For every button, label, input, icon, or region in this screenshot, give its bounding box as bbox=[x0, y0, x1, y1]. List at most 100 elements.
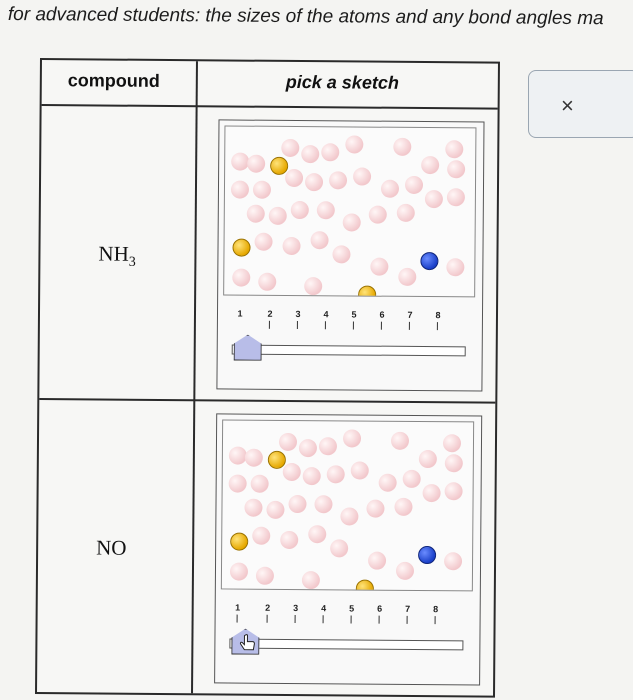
atom-pink bbox=[340, 507, 359, 526]
atom-pink bbox=[302, 467, 321, 486]
table-row: NO bbox=[37, 398, 496, 694]
atom-pink bbox=[298, 439, 318, 458]
atom-pink bbox=[232, 268, 251, 287]
atom-pink bbox=[445, 140, 464, 159]
close-icon[interactable]: × bbox=[561, 93, 574, 118]
atom-pink bbox=[424, 190, 443, 209]
atom-gold bbox=[232, 238, 251, 257]
molecule-sketch-view bbox=[220, 419, 475, 592]
tick-label: 8 bbox=[430, 310, 446, 331]
tick-label: 8 bbox=[428, 604, 444, 625]
atom-pink bbox=[326, 465, 345, 484]
atom-pink bbox=[380, 179, 400, 198]
atom-pink bbox=[247, 154, 266, 173]
atom-pink bbox=[255, 566, 275, 585]
atom-pink bbox=[288, 494, 307, 514]
atom-pink bbox=[284, 168, 304, 188]
atom-pink bbox=[366, 499, 385, 518]
sketch-slider-track[interactable] bbox=[229, 638, 464, 651]
compound-name: NH3 bbox=[98, 241, 136, 270]
sketch-panel: 1 2 3 4 5 6 7 8 bbox=[214, 413, 483, 686]
atom-pink bbox=[443, 552, 463, 571]
table-row: NH3 bbox=[39, 106, 497, 400]
atom-pink bbox=[308, 525, 327, 544]
atom-pink bbox=[350, 461, 369, 480]
atom-pink bbox=[282, 236, 301, 256]
atom-pink bbox=[342, 213, 361, 232]
tick-label: 1 bbox=[237, 308, 243, 319]
atom-pink bbox=[290, 200, 309, 220]
tick-label: 3 bbox=[290, 309, 306, 330]
tick-label: 6 bbox=[372, 604, 388, 624]
atom-pink bbox=[282, 462, 301, 482]
atom-pink bbox=[268, 206, 287, 225]
atom-pink bbox=[418, 449, 437, 469]
table-header: compound pick a sketch bbox=[41, 60, 498, 110]
atom-pink bbox=[228, 474, 247, 493]
header-compound: compound bbox=[67, 70, 160, 91]
atom-pink bbox=[250, 474, 269, 493]
atom-pink bbox=[395, 561, 415, 580]
atom-pink bbox=[421, 155, 440, 175]
tick-label: 4 bbox=[318, 309, 334, 330]
tick-label: 7 bbox=[400, 604, 416, 624]
tick-label: 6 bbox=[374, 310, 390, 330]
tick-label: 5 bbox=[344, 603, 360, 624]
instruction-text: for advanced students: the sizes of the … bbox=[7, 4, 604, 30]
atom-pink bbox=[367, 551, 387, 570]
atom-pink bbox=[278, 432, 298, 452]
header-pick-a-sketch: pick a sketch bbox=[285, 71, 399, 93]
atom-pink bbox=[258, 272, 277, 291]
atom-pink bbox=[393, 137, 412, 156]
tick-label: 7 bbox=[402, 310, 418, 330]
atom-pink bbox=[254, 232, 273, 251]
tick-label: 1 bbox=[230, 603, 246, 623]
tick-label: 2 bbox=[262, 309, 278, 329]
atom-pink bbox=[301, 571, 320, 590]
atom-pink bbox=[353, 167, 372, 186]
atom-pink bbox=[404, 175, 424, 195]
atom-pink bbox=[390, 431, 410, 450]
compound-name: NO bbox=[96, 535, 127, 560]
atom-gold bbox=[230, 532, 249, 551]
atom-pink bbox=[321, 143, 340, 162]
atom-pink bbox=[229, 562, 249, 581]
atom-pink bbox=[446, 188, 465, 207]
atom-pink bbox=[330, 539, 349, 558]
atom-pink bbox=[266, 500, 285, 519]
atom-pink bbox=[314, 495, 333, 514]
atom-pink bbox=[345, 135, 364, 154]
slider-ticks: 1 2 3 4 5 6 7 8 bbox=[229, 603, 464, 635]
close-panel: × bbox=[528, 70, 633, 138]
hand-cursor-icon bbox=[239, 634, 255, 651]
sketch-slider-track[interactable] bbox=[231, 344, 466, 357]
sketch-panel: 1 2 3 4 5 6 7 8 bbox=[216, 119, 485, 392]
atom-pink bbox=[252, 180, 272, 199]
atom-gold bbox=[355, 579, 374, 592]
atom-blue bbox=[420, 251, 439, 271]
atom-pink bbox=[422, 484, 441, 503]
atom-pink bbox=[447, 160, 466, 179]
atom-pink bbox=[304, 277, 323, 296]
atom-pink bbox=[328, 171, 348, 190]
atom-pink bbox=[396, 203, 415, 222]
atom-pink bbox=[230, 180, 250, 199]
tick-label: 2 bbox=[260, 603, 276, 623]
atom-pink bbox=[310, 231, 329, 250]
tick-label: 3 bbox=[288, 603, 304, 624]
atom-pink bbox=[252, 526, 271, 545]
atom-pink bbox=[394, 497, 413, 516]
atom-pink bbox=[318, 437, 338, 456]
tick-label: 4 bbox=[316, 603, 332, 624]
atom-blue bbox=[418, 545, 437, 565]
atom-pink bbox=[446, 258, 465, 277]
atom-pink bbox=[444, 454, 463, 473]
atom-pink bbox=[301, 145, 320, 164]
tick-label: 5 bbox=[346, 309, 362, 330]
atom-pink bbox=[368, 205, 387, 224]
atom-pink bbox=[280, 530, 299, 550]
atom-pink bbox=[398, 267, 417, 286]
atom-pink bbox=[316, 201, 335, 220]
slider-ticks: 1 2 3 4 5 6 7 8 bbox=[232, 309, 467, 341]
atom-pink bbox=[444, 482, 463, 501]
